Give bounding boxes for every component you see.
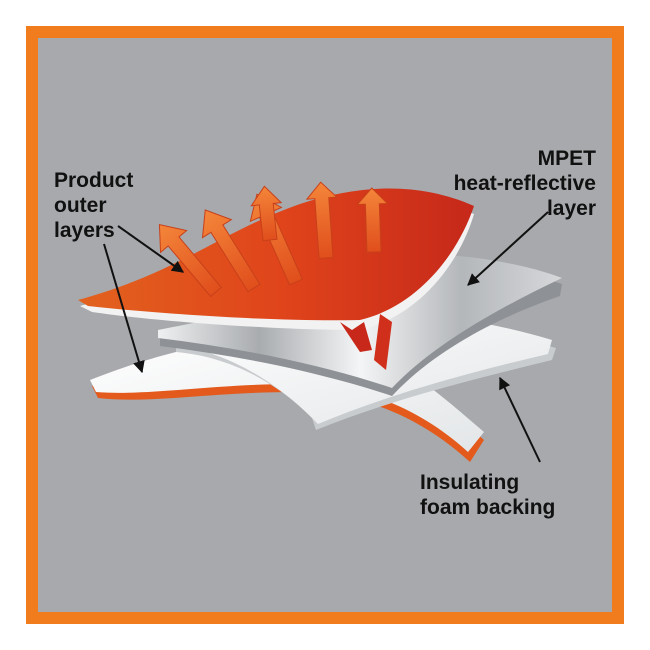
heat-arrow-icon bbox=[158, 223, 223, 298]
label-mpet-layer: MPET heat-reflective layer bbox=[453, 147, 596, 220]
label-product-outer-layers: Product outer layers bbox=[54, 169, 134, 242]
callout-outer-bottom bbox=[103, 243, 145, 374]
heat-arrow-icon bbox=[305, 181, 338, 260]
callout-lines bbox=[103, 211, 549, 463]
heat-arrow-icon bbox=[201, 209, 261, 293]
heat-arrow-icon bbox=[250, 185, 283, 242]
heat-arrow-icon bbox=[356, 187, 389, 253]
callout-foam bbox=[499, 376, 541, 463]
heat-arrows bbox=[158, 181, 389, 298]
callout-outer-top bbox=[117, 225, 184, 273]
label-foam-backing: Insulating foam backing bbox=[420, 471, 556, 519]
callout-mpet bbox=[467, 211, 549, 286]
